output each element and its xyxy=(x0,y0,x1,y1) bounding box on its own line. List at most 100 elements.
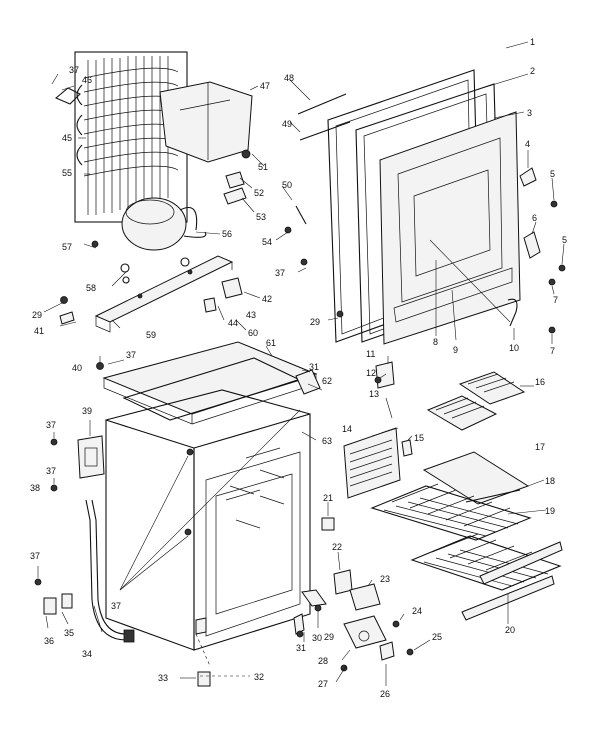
label-53: 53 xyxy=(256,212,266,222)
shelf-support-rails xyxy=(229,469,285,529)
label-61: 61 xyxy=(266,338,276,348)
relay-43 xyxy=(221,277,243,299)
label-6: 6 xyxy=(532,213,537,223)
label-63: 63 xyxy=(322,436,332,446)
screw-27 xyxy=(340,664,348,672)
evaporator-14 xyxy=(343,427,401,499)
label-19: 19 xyxy=(545,506,555,516)
label-48: 48 xyxy=(284,73,294,83)
label-62: 62 xyxy=(322,376,332,386)
label-50: 50 xyxy=(282,180,292,190)
label-39: 39 xyxy=(82,406,92,416)
hinge-pin-10 xyxy=(507,298,518,327)
power-cord xyxy=(85,499,135,643)
door-liner xyxy=(379,111,521,345)
door-stop-4 xyxy=(519,167,537,187)
screw-7-bottom xyxy=(548,326,556,334)
hinge-bracket-62 xyxy=(295,369,321,395)
label-37d: 37 xyxy=(46,420,56,430)
label-7: 7 xyxy=(553,295,558,305)
screw-37-left xyxy=(50,438,58,446)
screw-7-hinge xyxy=(548,278,556,286)
cord-clip-35 xyxy=(61,593,73,609)
label-35: 35 xyxy=(64,628,74,638)
label-55: 55 xyxy=(62,168,72,178)
terminal-53 xyxy=(223,187,247,205)
label-9: 9 xyxy=(453,345,458,355)
wire-shelf-upper xyxy=(370,483,532,541)
thermostat-bracket-39 xyxy=(77,435,105,479)
hinge-6 xyxy=(523,231,541,259)
tube-48 xyxy=(297,93,347,115)
label-51: 51 xyxy=(258,162,268,172)
screw-37-door xyxy=(300,258,308,266)
label-15: 15 xyxy=(414,433,424,443)
label-5b: 5 xyxy=(562,235,567,245)
label-45: 45 xyxy=(62,133,72,143)
label-24: 24 xyxy=(412,606,422,616)
label-26: 26 xyxy=(380,689,390,699)
control-bracket-23 xyxy=(349,583,381,611)
label-37c: 37 xyxy=(126,350,136,360)
label-20: 20 xyxy=(505,625,515,635)
label-38: 38 xyxy=(30,483,40,493)
label-37a: 37 xyxy=(69,65,79,75)
label-37f: 37 xyxy=(30,551,40,561)
label-25: 25 xyxy=(432,632,442,642)
condenser-bracket xyxy=(54,87,81,105)
hinge-30 xyxy=(301,589,327,607)
leveling-leg-31 xyxy=(293,613,305,635)
label-40: 40 xyxy=(72,363,82,373)
label-60: 60 xyxy=(248,328,258,338)
label-37e: 37 xyxy=(46,466,56,476)
label-22: 22 xyxy=(332,542,342,552)
label-8: 8 xyxy=(433,337,438,347)
label-58: 58 xyxy=(86,283,96,293)
foot-33 xyxy=(197,671,211,687)
label-59: 59 xyxy=(146,330,156,340)
label-31: 31 xyxy=(296,643,306,653)
label-42: 42 xyxy=(262,294,272,304)
label-2: 2 xyxy=(530,66,535,76)
label-18: 18 xyxy=(545,476,555,486)
screw-54 xyxy=(284,226,292,234)
control-box-28 xyxy=(343,615,387,649)
label-31b: 31 xyxy=(309,362,319,372)
label-16: 16 xyxy=(535,377,545,387)
terminal-52 xyxy=(225,171,245,189)
label-36: 36 xyxy=(44,636,54,646)
compressor xyxy=(121,197,207,251)
label-28: 28 xyxy=(318,656,328,666)
label-21: 21 xyxy=(323,493,333,503)
cord-clip-36 xyxy=(43,597,57,615)
wire-shelf-lower xyxy=(410,533,562,591)
label-27: 27 xyxy=(318,679,328,689)
knob-12 xyxy=(374,376,382,384)
label-44: 44 xyxy=(228,318,238,328)
label-33: 33 xyxy=(158,673,168,683)
label-29b: 29 xyxy=(32,310,42,320)
drain-21 xyxy=(321,517,335,531)
label-13: 13 xyxy=(369,389,379,399)
relay-cover xyxy=(159,81,253,163)
bracket-15 xyxy=(401,439,413,457)
screw-5-top xyxy=(550,200,558,208)
label-47: 47 xyxy=(260,81,270,91)
label-10: 10 xyxy=(509,343,519,353)
label-37g: 37 xyxy=(111,601,121,611)
screw-37-cabinet xyxy=(184,448,194,536)
label-14: 14 xyxy=(342,424,352,434)
label-11: 11 xyxy=(366,349,375,359)
label-54: 54 xyxy=(262,237,272,247)
screw-25 xyxy=(406,648,414,656)
label-49: 49 xyxy=(282,119,292,129)
label-34: 34 xyxy=(82,649,92,659)
label-3: 3 xyxy=(527,108,532,118)
leader-lines xyxy=(37,41,565,686)
label-17: 17 xyxy=(535,442,545,452)
label-46: 46 xyxy=(82,75,92,85)
screw-31-bottom xyxy=(296,630,304,638)
label-30: 30 xyxy=(312,633,322,643)
clip-41 xyxy=(59,311,75,325)
